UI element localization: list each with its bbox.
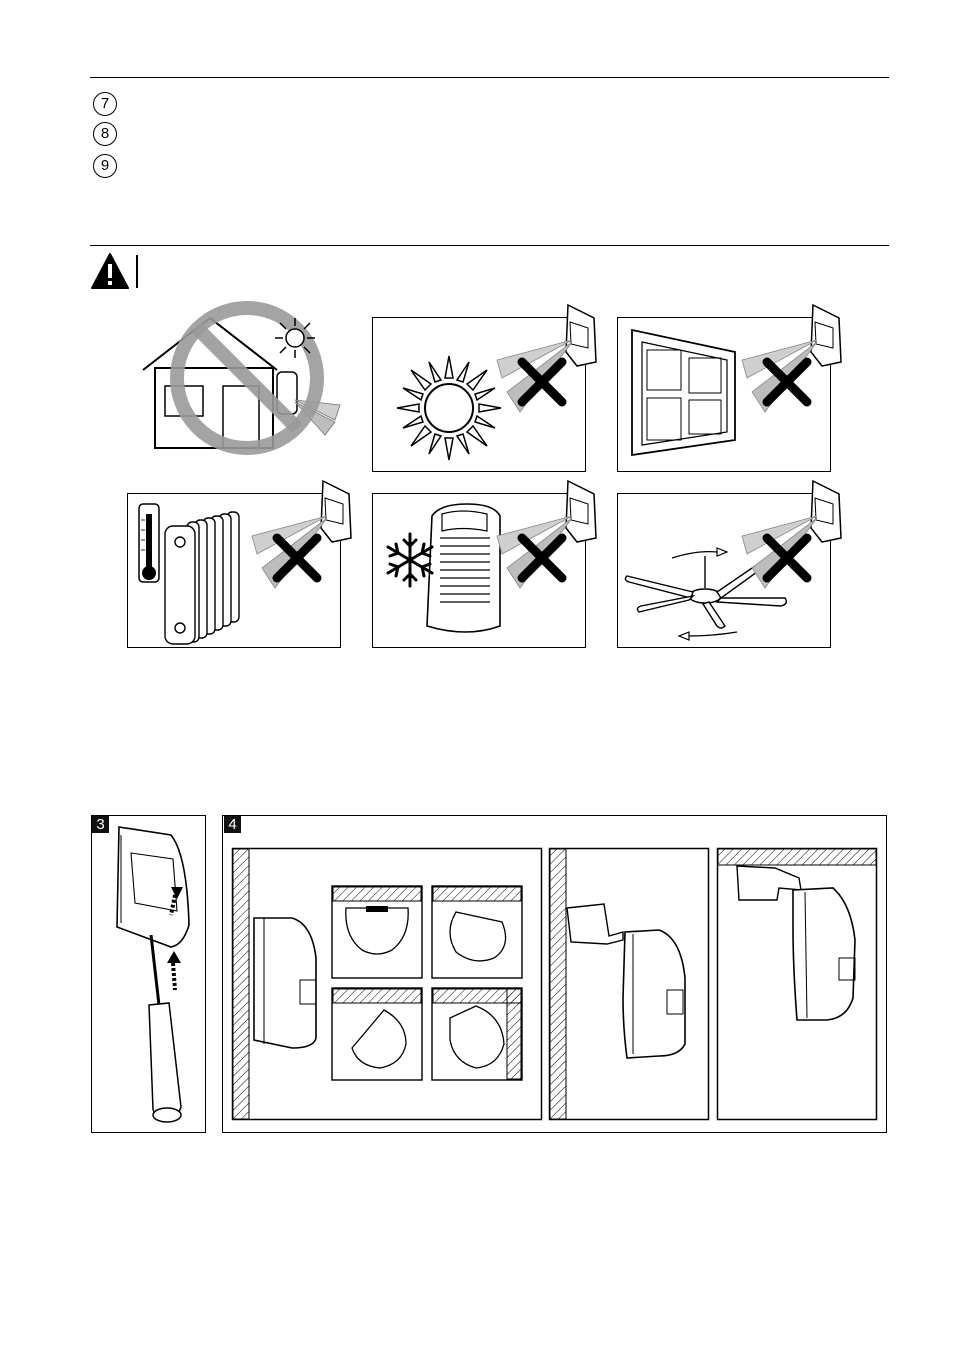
warning-block bbox=[90, 252, 140, 292]
bracket-ceiling-mount-illustration bbox=[716, 847, 878, 1121]
warning-rule bbox=[90, 245, 889, 246]
sun-icon bbox=[396, 355, 502, 461]
window-illustration bbox=[631, 303, 842, 457]
snowflake-icon bbox=[386, 532, 434, 588]
figure-4-panel bbox=[222, 815, 887, 1133]
air-conditioner-illustration bbox=[386, 479, 597, 633]
list-marker-8: 8 bbox=[93, 122, 117, 146]
list-marker-9: 9 bbox=[93, 154, 117, 178]
sun-icon bbox=[275, 318, 315, 358]
wall-mount-illustration bbox=[231, 847, 543, 1121]
figure-3-screwdriver-illustration bbox=[116, 826, 190, 1123]
top-rule bbox=[90, 77, 889, 78]
sunlight-illustration bbox=[396, 303, 597, 461]
bracket-wall-mount-illustration bbox=[548, 847, 710, 1121]
cross-icon bbox=[517, 357, 567, 407]
radiator-panel bbox=[127, 493, 341, 648]
figure-4-label: 4 bbox=[224, 816, 241, 833]
cross-icon bbox=[762, 357, 812, 407]
ceiling-fan-illustration bbox=[624, 479, 842, 641]
air-conditioner-panel bbox=[372, 493, 586, 648]
house-outdoor-illustration bbox=[142, 301, 341, 455]
cross-icon bbox=[517, 533, 567, 583]
figure-3-panel bbox=[91, 815, 206, 1133]
figure-3-label: 3 bbox=[92, 816, 109, 833]
window-icon bbox=[631, 328, 736, 457]
window-panel bbox=[617, 317, 831, 472]
sunlight-panel bbox=[372, 317, 586, 472]
prohibited-circle-icon bbox=[170, 301, 324, 455]
radiator-icon bbox=[164, 511, 240, 645]
ceiling-fan-panel bbox=[617, 493, 831, 648]
list-marker-7: 7 bbox=[93, 92, 117, 116]
warning-triangle-icon bbox=[91, 253, 138, 289]
thermometer-icon bbox=[138, 503, 160, 583]
cross-icon bbox=[762, 533, 812, 583]
cross-icon bbox=[272, 533, 322, 583]
radiator-illustration bbox=[138, 479, 352, 645]
ceiling-fan-icon bbox=[624, 556, 788, 629]
air-conditioner-icon bbox=[426, 503, 501, 633]
